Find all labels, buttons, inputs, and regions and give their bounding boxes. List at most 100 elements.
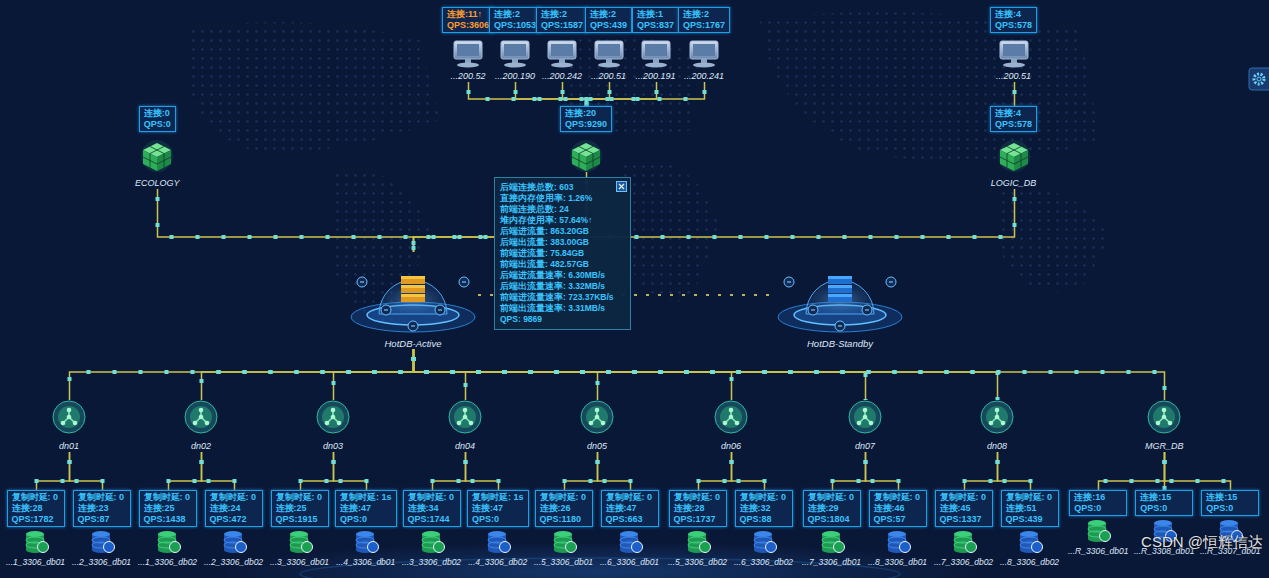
stat-value: QPS:1053	[494, 20, 536, 31]
dn-node: dn02	[184, 400, 218, 452]
stat-value: 连接:24	[210, 503, 241, 514]
connector	[301, 452, 334, 490]
node-label: ...1_3306_db01	[6, 557, 65, 568]
node-label: ...200.242	[542, 71, 582, 82]
mysql-instance-icon	[285, 530, 315, 555]
data-node-icon	[184, 400, 218, 434]
stat-box: 连接:2QPS:1587	[536, 7, 588, 33]
stat-box: 连接:1QPS:837	[632, 7, 679, 33]
connector	[965, 452, 998, 490]
mysql-instance-icon	[87, 530, 117, 555]
stat-value: 连接:26	[540, 503, 571, 514]
connector	[866, 452, 899, 490]
inst-node: 复制时延: 0连接:26QPS:1180...5_3306_db01	[534, 490, 593, 568]
mysql-instance-icon	[153, 530, 183, 555]
node-label: LOGIC_DB	[991, 178, 1037, 189]
connector	[414, 189, 1015, 252]
node-label: dn03	[323, 441, 343, 452]
floor-glow	[220, 542, 980, 578]
connector	[565, 452, 598, 490]
stat-value: 连接:28	[674, 503, 705, 514]
mysql-instance-icon	[549, 530, 579, 555]
dn-node: dn03	[316, 400, 350, 452]
stat-value: 复制时延: 0	[408, 492, 455, 503]
connector	[70, 349, 414, 400]
stat-value: QPS:1737	[674, 514, 716, 525]
connector	[414, 349, 866, 400]
connector	[516, 82, 587, 106]
connector-dots	[965, 452, 998, 490]
stat-line: 前端进流量: 75.84GB	[500, 248, 584, 259]
node-label: ...5_3306_db02	[668, 557, 727, 568]
stat-value: QPS:1782	[12, 514, 54, 525]
stat-box: 连接:2QPS:1053	[489, 7, 541, 33]
stat-value: 连接:23	[78, 503, 109, 514]
dn-node: dn08	[980, 400, 1014, 452]
mysql-instance-icon	[1015, 530, 1045, 555]
node-label: dn07	[855, 441, 875, 452]
hotdb-node: HotDB-Standby	[775, 252, 905, 349]
connector-dots	[414, 349, 466, 400]
connector-dots	[433, 452, 466, 490]
computer-icon	[593, 40, 625, 68]
node-label: ...6_3306_db01	[600, 557, 659, 568]
stat-value: 复制时延: 1s	[472, 492, 524, 503]
mysql-instance-icon	[615, 530, 645, 555]
connector-dots	[1165, 452, 1231, 490]
connector-dots	[334, 349, 414, 400]
inst-node: 复制时延: 0连接:51QPS:439...8_3306_db02	[1000, 490, 1059, 568]
computer-icon	[452, 40, 484, 68]
connector	[1014, 82, 1016, 106]
logic-node: 连接:4QPS:578LOGIC_DB	[990, 106, 1037, 189]
node-label: ECOLOGY	[135, 178, 180, 189]
stat-value: QPS:663	[606, 514, 643, 525]
data-node-icon	[52, 400, 86, 434]
connector-dots	[563, 82, 587, 106]
node-label: MGR_DB	[1145, 441, 1184, 452]
stat-line: 后端出流量: 383.00GB	[500, 237, 589, 248]
stat-box: 连接:0QPS:0	[139, 106, 176, 132]
stat-box: 复制时延: 0连接:47QPS:663	[601, 490, 659, 527]
computer-icon	[640, 40, 672, 68]
stat-value: QPS:578	[995, 20, 1032, 31]
connector-dots	[598, 452, 631, 490]
node-label: ...5_3306_db01	[534, 557, 593, 568]
connector	[587, 82, 610, 106]
stat-value: 连接:1	[637, 9, 663, 20]
node-label: ...200.51	[591, 71, 626, 82]
stat-value: 连接:2	[494, 9, 520, 20]
node-label: ...2_3306_db02	[204, 557, 263, 568]
connector-dots	[565, 452, 598, 490]
stat-line: 后端出流量速率: 3.32MB/s	[500, 281, 605, 292]
stat-value: QPS:472	[210, 514, 247, 525]
connector-dots	[1013, 82, 1017, 106]
connector	[334, 452, 367, 490]
connector-dots	[516, 82, 587, 106]
stat-line: 前端连接总数: 24	[500, 204, 569, 215]
connector-dots	[998, 452, 1031, 490]
connector-dots	[699, 452, 732, 490]
stat-value: QPS:0	[472, 514, 499, 525]
connector	[1165, 452, 1231, 490]
node-label: ...200.51	[996, 71, 1031, 82]
stat-value: 连接:25	[276, 503, 307, 514]
mysql-instance-icon	[219, 530, 249, 555]
stat-box: 复制时延: 0连接:28QPS:1737	[669, 490, 727, 527]
connector-dots	[414, 349, 866, 400]
stat-value: 复制时延: 0	[1006, 492, 1053, 503]
inst-node: 复制时延: 0连接:24QPS:472...2_3306_db02	[204, 490, 263, 568]
node-label: ...6_3306_db02	[734, 557, 793, 568]
connector	[469, 82, 587, 106]
connector-dots	[414, 349, 1165, 400]
stat-box: 复制时延: 0连接:28QPS:1782	[7, 490, 65, 527]
connector	[563, 82, 587, 106]
mysql-instance-icon	[483, 530, 513, 555]
stat-value: QPS:9290	[565, 119, 607, 130]
stat-value: 连接:29	[808, 503, 839, 514]
dn-node: dn06	[714, 400, 748, 452]
stat-value: QPS:837	[637, 20, 674, 31]
connector	[414, 349, 466, 400]
stat-line: 前端出流量速率: 3.31MB/s	[500, 303, 605, 314]
stat-value: 连接:15	[1140, 492, 1171, 503]
hotdb-server-platform	[775, 252, 905, 334]
